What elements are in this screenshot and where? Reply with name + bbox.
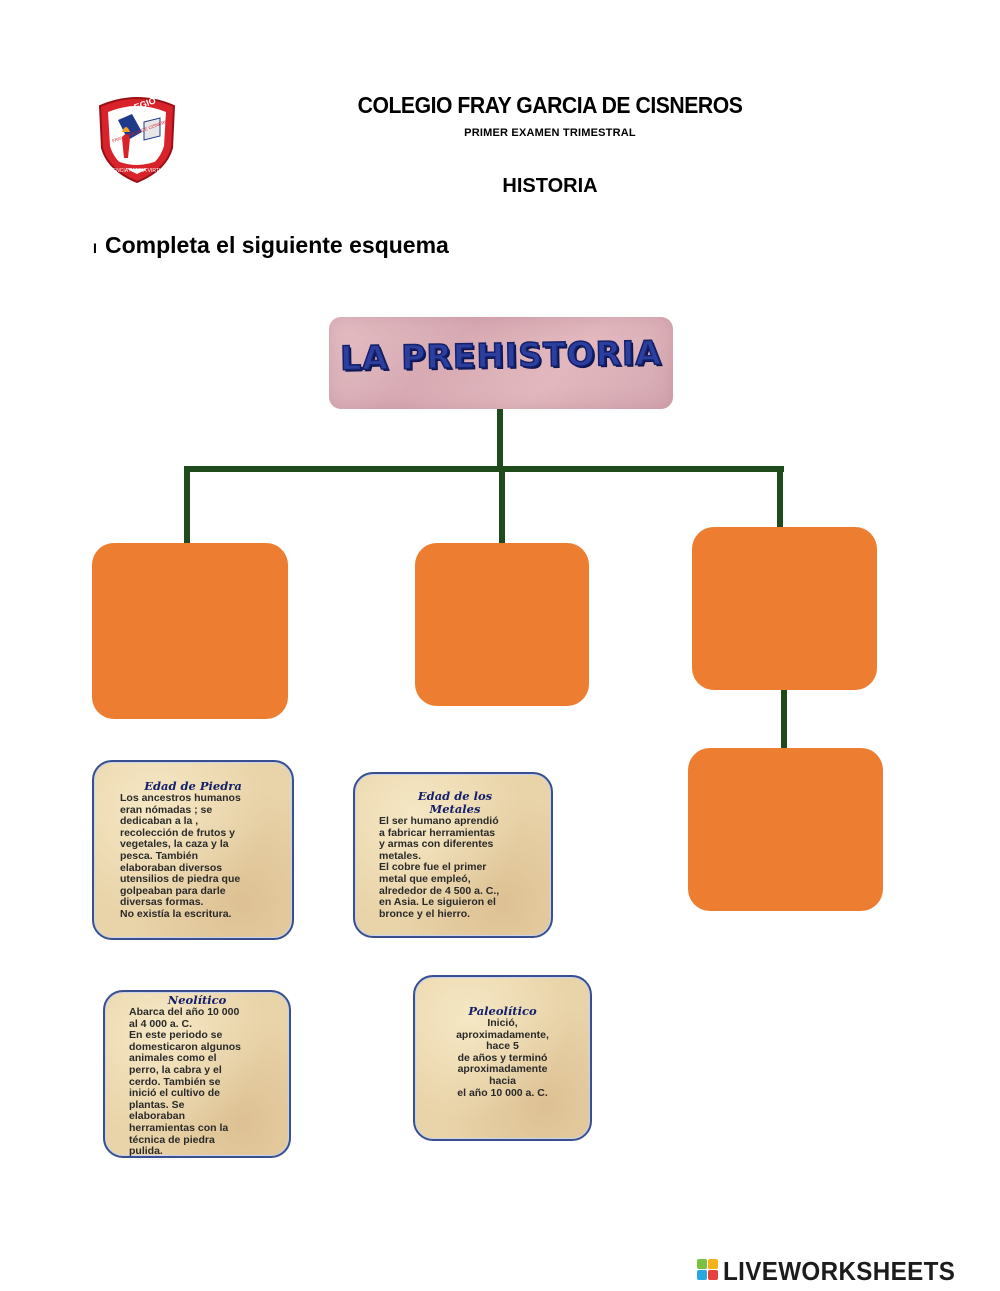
logo-motto-text: CIENCIA PATRIA VIRTUD <box>108 168 167 174</box>
answer-box-right[interactable] <box>692 527 877 690</box>
instruction-text: Completa el siguiente esquema <box>105 232 449 258</box>
answer-box-middle[interactable] <box>415 543 589 706</box>
connector-left-drop <box>184 466 190 544</box>
connector-right-drop <box>777 466 783 528</box>
card-body: Los ancestros humanos eran nómadas ; se … <box>120 792 241 920</box>
connector-right-child <box>781 689 787 749</box>
answer-box-left[interactable] <box>92 543 288 719</box>
card-title: Edad de Piedra <box>144 779 242 793</box>
school-crest-logo: COLEGIO FRAY GARCIA DE CISNEROS CIENCIA … <box>92 92 182 184</box>
card-edad-de-piedra[interactable]: Edad de Piedra Los ancestros humanos era… <box>92 760 294 940</box>
card-title: Paleolítico <box>468 1004 537 1018</box>
card-title: Neolítico <box>167 993 227 1007</box>
liveworksheets-wordmark: LIVEWORKSHEETS <box>723 1256 956 1286</box>
card-title: Edad de los Metales <box>417 789 493 816</box>
liveworksheets-logo-icon <box>697 1259 718 1280</box>
answer-box-right-child[interactable] <box>688 748 883 911</box>
card-neolitico[interactable]: Neolítico Abarca del año 10 000 al 4 000… <box>103 990 291 1158</box>
card-body: El ser humano aprendió a fabricar herram… <box>379 815 500 920</box>
card-body: Abarca del año 10 000 al 4 000 a. C. En … <box>129 1006 242 1158</box>
root-title: LA PREHISTORIA <box>339 332 663 378</box>
card-body: Inició, aproximadamente, hace 5 de años … <box>456 1017 549 1099</box>
card-paleolitico[interactable]: Paleolítico Inició, aproximadamente, hac… <box>413 975 592 1141</box>
root-banner <box>329 317 673 409</box>
subject-title: HISTORIA <box>502 175 598 197</box>
school-name: COLEGIO FRAY GARCIA DE CISNEROS <box>357 92 743 118</box>
connector-root-stem <box>497 409 503 469</box>
exam-name: PRIMER EXAMEN TRIMESTRAL <box>464 127 636 139</box>
card-edad-de-los-metales[interactable]: Edad de los Metales El ser humano aprend… <box>353 772 553 938</box>
connector-middle-drop <box>499 466 505 544</box>
instruction-number: I <box>93 240 97 256</box>
connector-horizontal <box>184 466 784 472</box>
